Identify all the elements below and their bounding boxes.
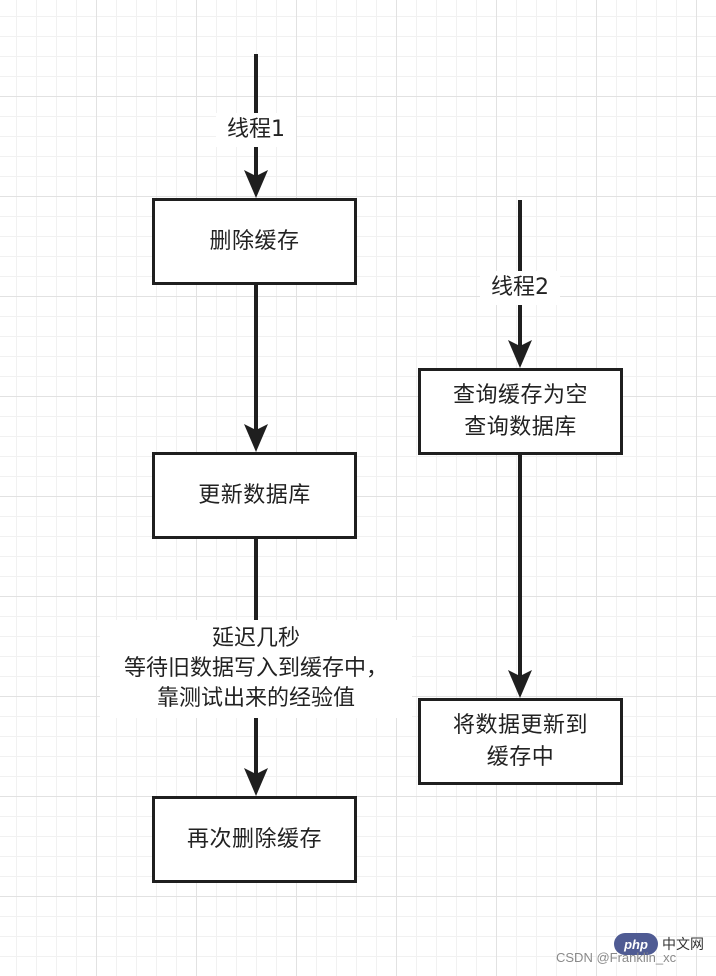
php-site-name: 中文网 xyxy=(662,936,704,952)
write-cache-box: 将数据更新到 缓存中 xyxy=(418,698,623,785)
delete-to-update-arrow xyxy=(244,424,268,452)
delete-cache-label: 删除缓存 xyxy=(209,228,300,254)
delete-again-label: 再次删除缓存 xyxy=(186,826,322,852)
delay-note-line-1: 延迟几秒 xyxy=(211,626,300,651)
delete-cache-box: 删除缓存 xyxy=(152,198,357,285)
thread1-start-arrow xyxy=(244,170,268,198)
update-to-redelete-arrow xyxy=(244,768,268,796)
update-db-box: 更新数据库 xyxy=(152,452,357,539)
csdn-credit-text: CSDN @Franklin_xc xyxy=(556,950,677,965)
delay-note-line-2: 等待旧数据写入到缓存中， xyxy=(123,656,388,681)
query-box-line-1: 查询缓存为空 xyxy=(452,382,588,408)
write-cache-line-2: 缓存中 xyxy=(486,744,555,770)
thread1-label: 线程1 xyxy=(216,113,296,147)
delay-note: 延迟几秒 等待旧数据写入到缓存中， 靠测试出来的经验值 xyxy=(100,620,412,718)
query-to-write-arrow xyxy=(508,670,532,698)
delay-note-line-3: 靠测试出来的经验值 xyxy=(156,686,355,711)
thread2-label: 线程2 xyxy=(480,271,560,305)
php-logo-pill: php xyxy=(614,933,658,955)
csdn-credit: CSDN @Franklin_xc xyxy=(556,950,676,965)
query-box: 查询缓存为空 查询数据库 xyxy=(418,368,623,455)
thread2-start-arrow xyxy=(508,340,532,368)
query-box-line-2: 查询数据库 xyxy=(464,414,577,440)
delete-again-box: 再次删除缓存 xyxy=(152,796,357,883)
php-cn-logo: php 中文网 xyxy=(614,933,704,955)
write-cache-line-1: 将数据更新到 xyxy=(452,712,588,738)
update-db-label: 更新数据库 xyxy=(198,482,311,508)
